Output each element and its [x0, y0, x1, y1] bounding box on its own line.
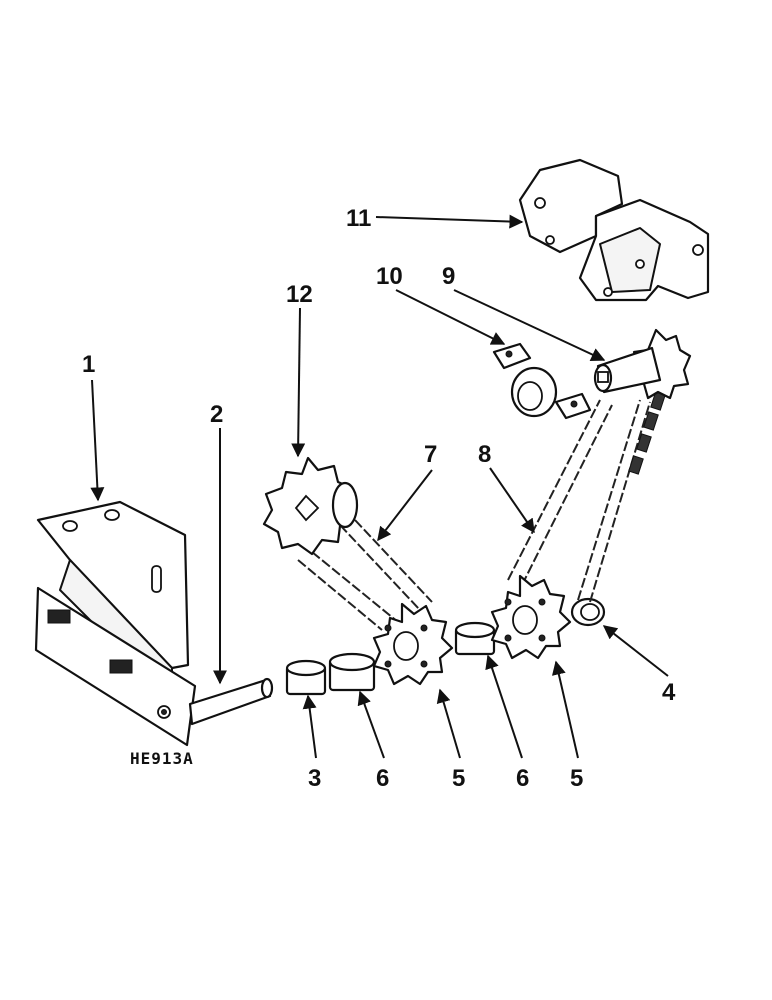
- callout-labels: 1 2 3 4 5 5 6 6 7 8 9 10 11 12: [82, 205, 676, 792]
- sprocket-5-right: [490, 574, 572, 660]
- callout-3: 3: [308, 765, 321, 792]
- callout-9: 9: [442, 263, 455, 290]
- spacer-6-right: [454, 621, 496, 656]
- sprocket-5-left: [372, 602, 454, 686]
- callout-6-right: 6: [516, 765, 529, 792]
- spacer-6-left: [328, 652, 376, 692]
- callout-10: 10: [376, 263, 403, 290]
- callout-12: 12: [286, 281, 313, 308]
- housing-bracket-11: [518, 158, 710, 302]
- callout-11: 11: [346, 205, 371, 232]
- bushing-3: [285, 659, 327, 696]
- drive-chain-8: [507, 391, 666, 603]
- callout-1: 1: [82, 351, 95, 378]
- callout-7: 7: [424, 441, 437, 468]
- callout-2: 2: [210, 401, 223, 428]
- bushing-4: [570, 597, 606, 627]
- drawing-id: HE913A: [130, 749, 194, 768]
- callout-5-right: 5: [570, 765, 583, 792]
- sprocket-9: [593, 328, 692, 400]
- callout-6-left: 6: [376, 765, 389, 792]
- drive-chain-7: [297, 519, 433, 631]
- callout-5-left: 5: [452, 765, 465, 792]
- shaft: [188, 677, 274, 726]
- bearing-block-10: [492, 342, 592, 420]
- sprocket-12: [262, 456, 359, 556]
- leader-lines: [90, 214, 669, 759]
- callout-4: 4: [662, 679, 676, 706]
- callout-8: 8: [478, 441, 491, 468]
- mounting-plate: [34, 586, 197, 747]
